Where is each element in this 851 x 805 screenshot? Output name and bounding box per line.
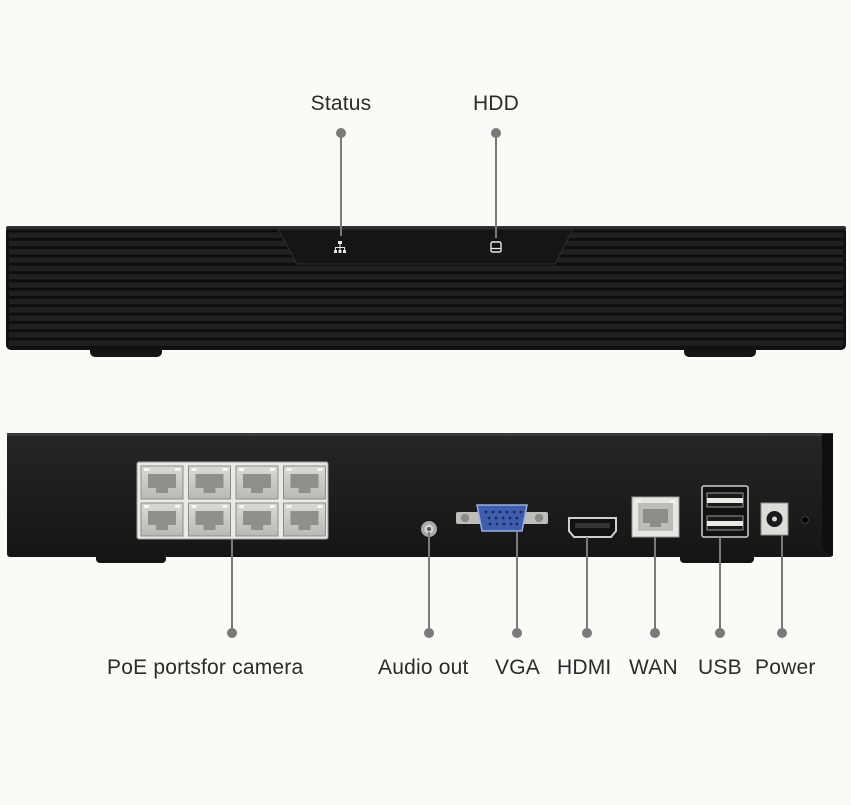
reset-hole (801, 516, 809, 524)
audio-out-jack (421, 521, 437, 537)
rear-panel (7, 433, 833, 563)
power-jack (760, 502, 789, 536)
hdmi-port (568, 517, 617, 538)
hdmi-label: HDMI (557, 656, 612, 679)
usb-label: USB (698, 656, 742, 679)
vga-label: VGA (495, 656, 540, 679)
poe-port (140, 465, 184, 500)
poe-port (235, 502, 279, 537)
wan-port (631, 496, 680, 538)
status-led-icon (334, 241, 346, 253)
hdd-label: HDD (472, 92, 520, 115)
poe-port (188, 502, 231, 537)
indicator-bar (277, 228, 574, 265)
poe-port (140, 502, 184, 537)
poe-port (235, 465, 279, 500)
vga-port (456, 504, 548, 532)
poe-port-block (136, 461, 329, 540)
poe-ports-label: PoE portsfor camera (107, 656, 304, 679)
callouts (227, 128, 787, 638)
usb-ports (701, 485, 749, 538)
audio-out-label: Audio out (378, 656, 469, 679)
power-label: Power (755, 656, 816, 679)
wan-label: WAN (629, 656, 678, 679)
hdd-led-icon (490, 241, 502, 253)
poe-port (188, 465, 231, 500)
front-panel (6, 226, 846, 357)
poe-port (283, 502, 326, 537)
poe-port (283, 465, 326, 500)
status-label: Status (310, 92, 372, 115)
